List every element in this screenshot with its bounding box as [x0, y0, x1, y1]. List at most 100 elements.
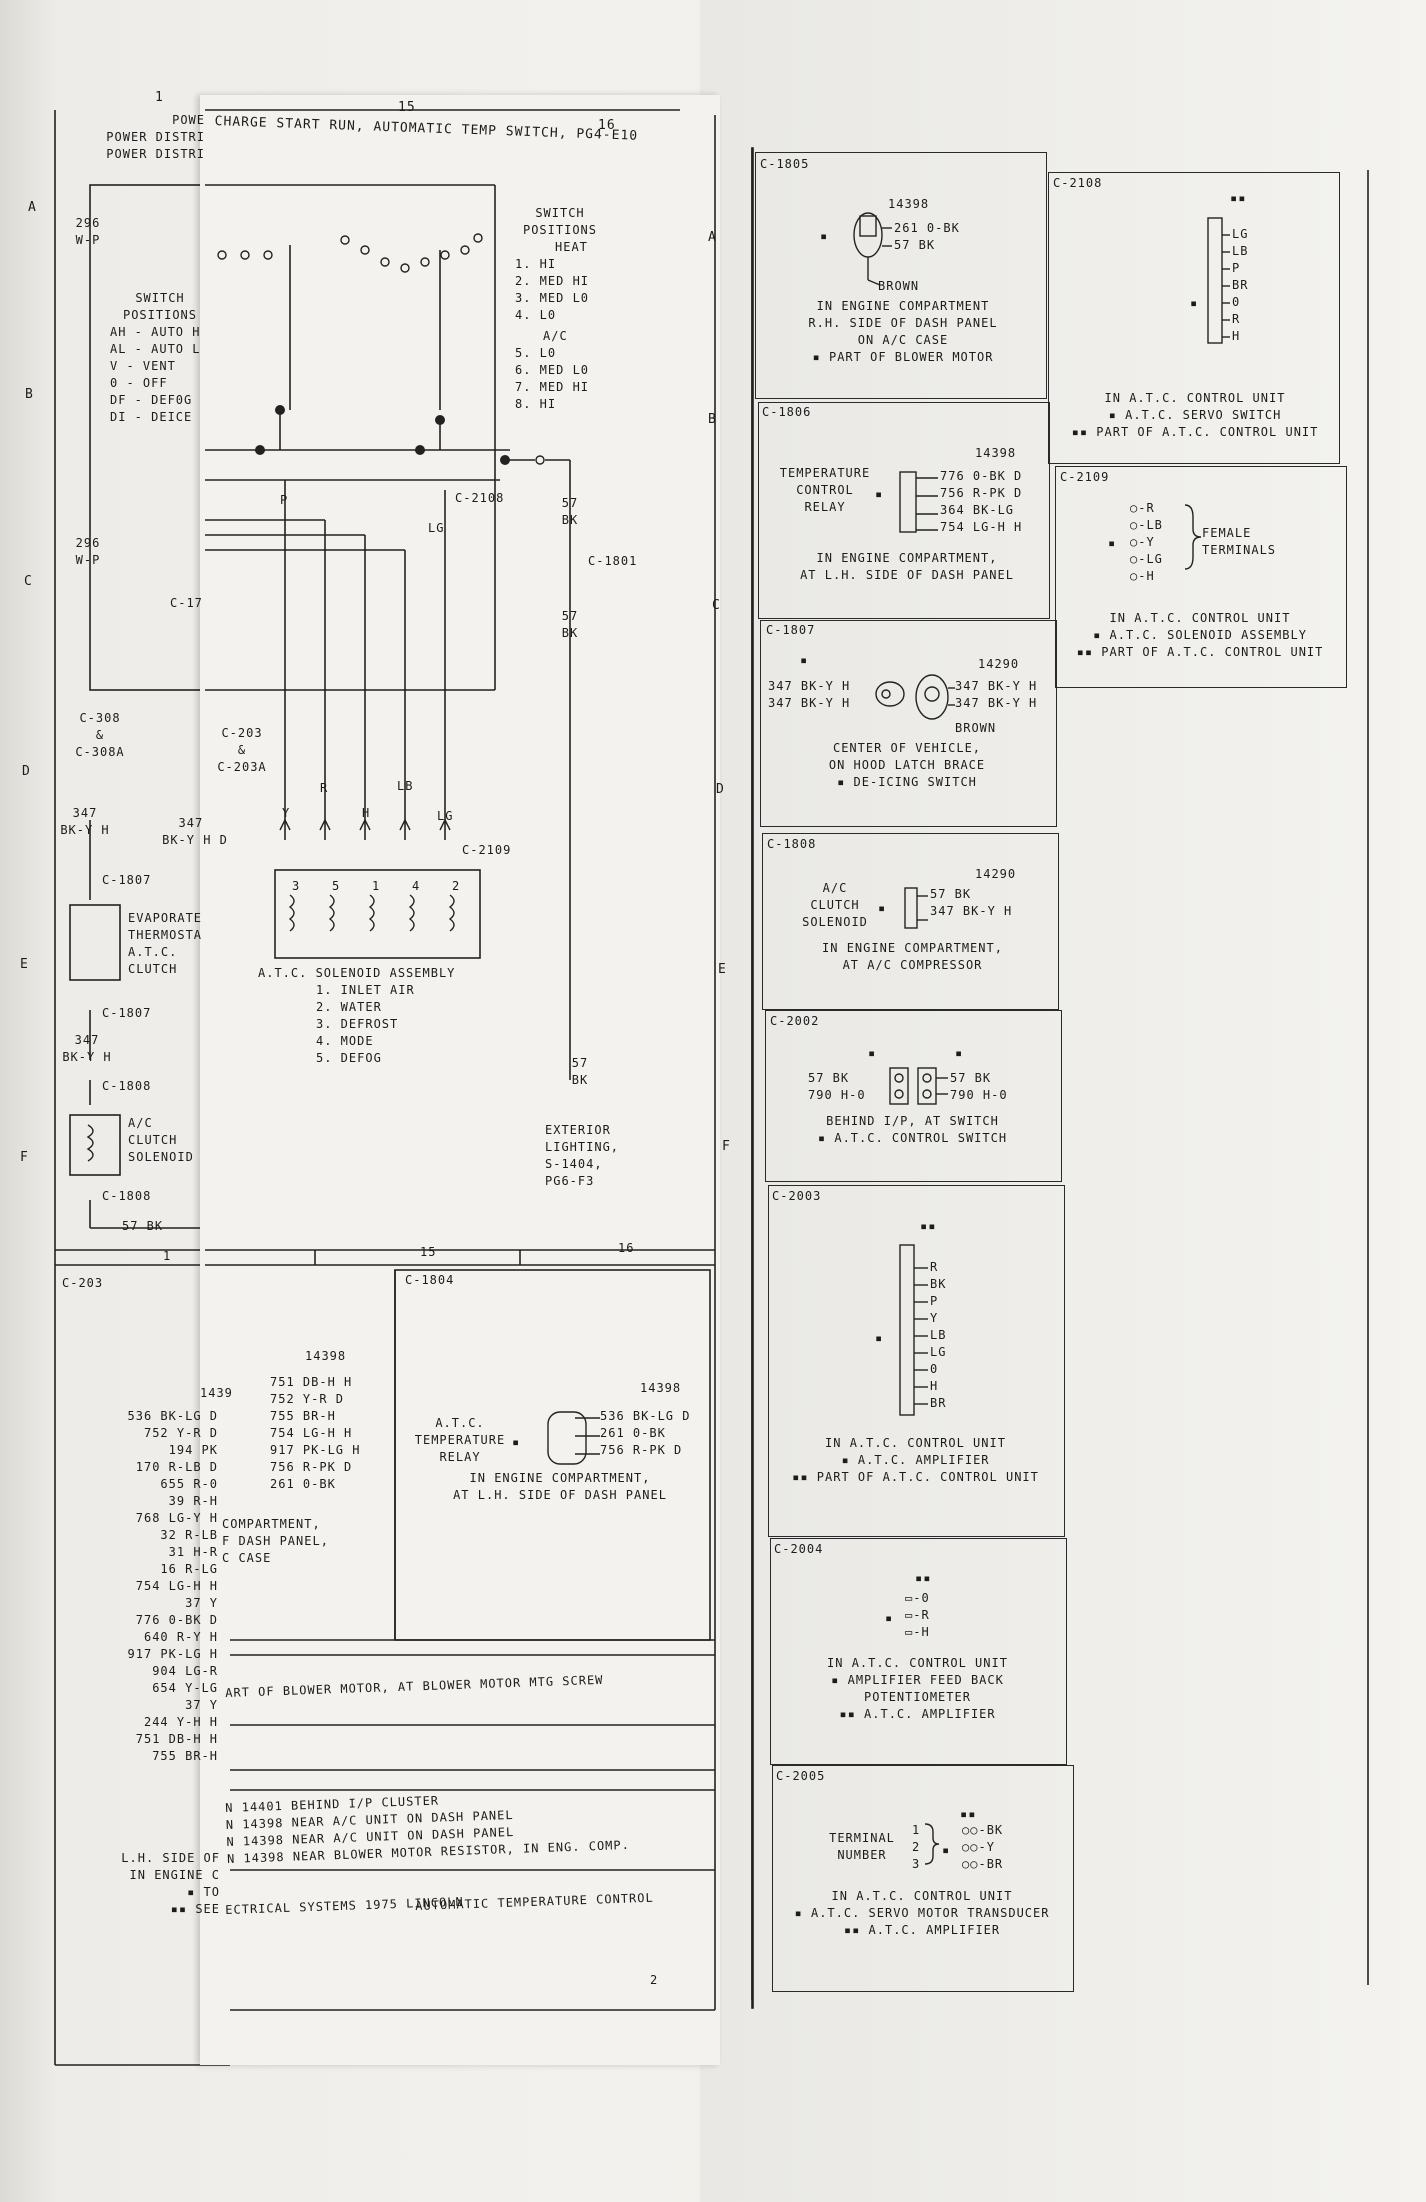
wire-color-lg-2: LG	[437, 809, 454, 823]
switch-position-item: AH - AUTO H	[110, 325, 201, 339]
footnote-left: L.H. SIDE OF IN ENGINE C ▪ TO ▪▪ SEE	[100, 1850, 220, 1918]
pin-label: H	[921, 1625, 930, 1639]
wire-entry: 170 R-LB D	[135, 1460, 218, 1474]
label-line: CLUTCH	[128, 1133, 178, 1147]
wire-entry: 756 R-PK D	[270, 1460, 353, 1474]
label-line: C-308A	[75, 745, 125, 759]
row-letter-d-right: D	[716, 782, 725, 797]
wire-entry: 261 0-BK	[270, 1477, 336, 1491]
wire-entry: 754 LG-H H	[270, 1426, 353, 1440]
location-line: CENTER OF VEHICLE,	[832, 741, 982, 755]
wire-color-lb: LB	[397, 779, 414, 793]
pin-color: LG	[930, 1345, 947, 1359]
single-marker: ▪	[1108, 536, 1117, 550]
connector-label-c2108: C-2108	[455, 491, 505, 505]
single-marker: ▪	[820, 229, 829, 243]
label-line: CONTROL	[796, 483, 854, 497]
row-letter-f: F	[20, 1150, 29, 1165]
connector-label-c2109: C-2109	[462, 843, 512, 857]
c203-part-2: 1439	[200, 1386, 233, 1400]
c2003-text: IN A.T.C. CONTROL UNIT ▪ A.T.C. AMPLIFIE…	[768, 1435, 1063, 1486]
connector-box-c2004	[770, 1538, 1067, 1765]
wire-color: BK-Y H	[62, 1050, 112, 1064]
bottom-column-1: 1	[163, 1249, 172, 1263]
legend-item: 5. DEFOG	[316, 1051, 382, 1065]
c2002-text: BEHIND I/P, AT SWITCH ▪ A.T.C. CONTROL S…	[765, 1113, 1060, 1147]
pin-label: 0	[921, 1591, 930, 1605]
location-line: ▪▪ PART OF A.T.C. CONTROL UNIT	[1071, 425, 1319, 439]
wire-number: 347	[74, 1033, 100, 1047]
pin-color: 0	[930, 1362, 939, 1376]
connector-label-c17: C-17	[170, 596, 203, 610]
title-line: SWITCH	[535, 206, 585, 220]
wire-number: 57	[571, 1056, 589, 1070]
location-line: IN A.T.C. CONTROL UNIT	[831, 1889, 1013, 1903]
wire-entry: 790 H-0	[950, 1088, 1008, 1102]
title-line: SWITCH	[135, 291, 185, 305]
wire-entry: 347 BK-Y H	[768, 696, 851, 710]
pin-color: BR	[930, 1396, 947, 1410]
c1806-part: 14398	[975, 446, 1017, 460]
column-number-1: 1	[155, 90, 164, 105]
c1805-part: 14398	[888, 197, 930, 211]
note-line: F DASH PANEL,	[222, 1534, 329, 1548]
footnote-left-line: ▪▪ SEE	[170, 1902, 220, 1916]
wire-color: BK-Y H D	[162, 833, 228, 847]
wire-entry: 31 H-R	[168, 1545, 218, 1559]
wire-color: BK	[561, 626, 579, 640]
wire-entry: 261 0-BK	[600, 1426, 666, 1440]
wire-color: BK	[561, 513, 579, 527]
location-line: ▪ A.T.C. SERVO SWITCH	[1108, 408, 1282, 422]
location-line: IN A.T.C. CONTROL UNIT	[825, 1436, 1006, 1450]
connector-box-c1806	[758, 402, 1050, 619]
wire-entry: 756 R-PK D	[940, 486, 1023, 500]
c203-left-wires: 536 BK-LG D 752 Y-R D 194 PK 170 R-LB D …	[88, 1408, 218, 1765]
pin-label: R	[1146, 501, 1155, 515]
single-marker: ▪	[868, 1046, 877, 1060]
single-marker: ▪	[1190, 296, 1199, 310]
row-letter-c-right: C	[712, 598, 721, 613]
pin-label: BR	[986, 1857, 1004, 1871]
wire-entry: 751 DB-H H	[270, 1375, 353, 1389]
label-line: EXTERIOR	[545, 1123, 611, 1137]
location-line: IN A.T.C. CONTROL UNIT	[827, 1656, 1008, 1670]
wire-entry: 261 0-BK	[894, 221, 960, 235]
label-line: RELAY	[439, 1450, 481, 1464]
location-line: IN ENGINE COMPARTMENT,	[822, 941, 1003, 955]
c2004-pins: ▭-0 ▭-R ▭-H	[905, 1590, 930, 1641]
wire-entry: 37 Y	[185, 1698, 218, 1712]
c1804-location: IN ENGINE COMPARTMENT,AT L.H. SIDE OF DA…	[410, 1470, 710, 1504]
column-number-16: 16	[598, 118, 616, 133]
location-line: ▪ A.T.C. SOLENOID ASSEMBLY	[1093, 628, 1307, 642]
c2108-id: C-2108	[1053, 176, 1103, 190]
c203-notes: COMPARTMENT, F DASH PANEL, C CASE	[222, 1516, 329, 1567]
legend-item: 3. DEFROST	[316, 1017, 399, 1031]
ac-clutch-label: A/C CLUTCH SOLENOID	[128, 1115, 194, 1166]
wire-entry: 917 PK-LG H	[270, 1443, 361, 1457]
pin-color: R	[930, 1260, 939, 1274]
c1808-wires: 57 BK 347 BK-Y H	[930, 886, 1012, 920]
wire-entry: 194 PK	[168, 1443, 218, 1457]
solenoid-pin: 4	[412, 879, 421, 893]
label-line: TEMPERATURE	[779, 466, 871, 480]
double-marker: ▪▪	[920, 1219, 937, 1233]
connector-box-c1807	[760, 620, 1057, 827]
switch-position-item: 0 - OFF	[110, 376, 168, 390]
wire-entry: 347 BK-Y H	[955, 679, 1038, 693]
wire-entry: 752 Y-R D	[143, 1426, 218, 1440]
location-line: IN ENGINE COMPARTMENT,	[816, 551, 998, 565]
row-letter-f-right: F	[722, 1139, 731, 1154]
ac-item: 6. MED L0	[515, 363, 590, 377]
pin-color: P	[930, 1294, 939, 1308]
wire-color-r: R	[320, 781, 329, 795]
row-letter-a-right: A	[708, 230, 717, 245]
